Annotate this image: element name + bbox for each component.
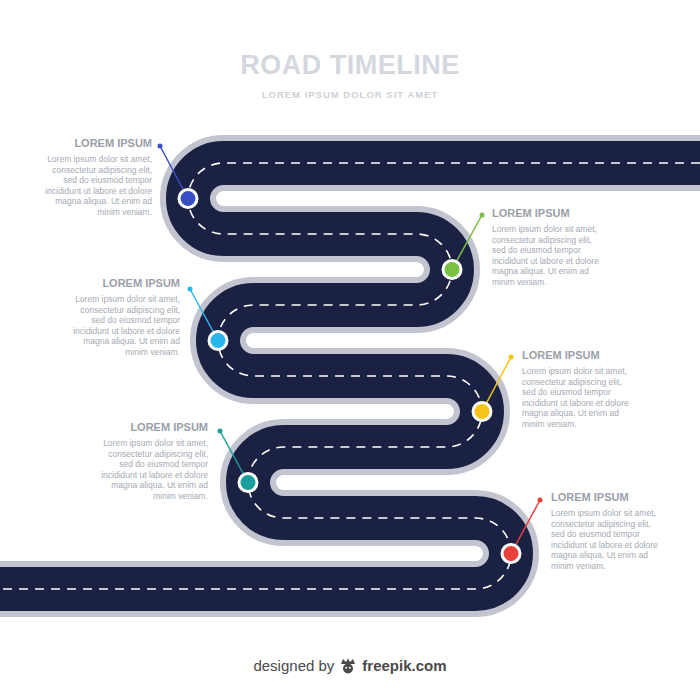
leader-dot: [218, 429, 223, 434]
road-verge: [0, 163, 700, 589]
lane-marking: [0, 163, 700, 589]
milestone-markers: [179, 190, 520, 563]
leader-dot: [538, 498, 543, 503]
milestone-heading: LOREM IPSUM: [492, 207, 607, 220]
milestone-marker: [502, 545, 520, 563]
milestone-description: Lorem ipsum dolor sit amet, consectetur …: [93, 438, 208, 501]
timeline-entry: LOREM IPSUM Lorem ipsum dolor sit amet, c…: [65, 277, 180, 357]
timeline-entry: LOREM IPSUM Lorem ipsum dolor sit amet, c…: [522, 349, 637, 429]
timeline-entry: LOREM IPSUM Lorem ipsum dolor sit amet, c…: [93, 421, 208, 501]
milestone-heading: LOREM IPSUM: [522, 349, 637, 362]
leader-dot: [509, 355, 514, 360]
milestone-marker: [209, 332, 227, 350]
milestone-marker: [179, 190, 197, 208]
timeline-entry: LOREM IPSUM Lorem ipsum dolor sit amet, c…: [551, 491, 666, 571]
watermark-brand: freepik.com: [362, 657, 446, 674]
logo-face: [343, 663, 353, 673]
road-surface: [0, 163, 700, 589]
timeline-entry: LOREM IPSUM Lorem ipsum dolor sit amet, c…: [37, 137, 152, 217]
milestone-marker: [443, 261, 461, 279]
page-title: ROAD TIMELINE: [0, 50, 700, 81]
watermark: designed by freepik.com: [0, 657, 700, 674]
milestone-marker: [473, 403, 491, 421]
milestone-heading: LOREM IPSUM: [551, 491, 666, 504]
page-subtitle: LOREM IPSUM DOLOR SIT AMET: [0, 89, 700, 100]
milestone-description: Lorem ipsum dolor sit amet, consectetur …: [37, 154, 152, 217]
leader-dot: [480, 213, 485, 218]
watermark-text: designed by: [253, 657, 334, 674]
logo-eye: [346, 666, 348, 668]
brand-logo: [339, 658, 357, 674]
leader-dot: [158, 144, 163, 149]
logo-crown: [341, 658, 355, 664]
leader-lines: [158, 144, 543, 554]
timeline-entry: LOREM IPSUM Lorem ipsum dolor sit amet, c…: [492, 207, 607, 287]
logo-eye: [349, 666, 351, 668]
milestone-heading: LOREM IPSUM: [93, 421, 208, 434]
milestone-marker: [239, 474, 257, 492]
milestone-description: Lorem ipsum dolor sit amet, consectetur …: [65, 294, 180, 357]
milestone-description: Lorem ipsum dolor sit amet, consectetur …: [522, 366, 637, 429]
leader-dot: [188, 287, 193, 292]
milestone-description: Lorem ipsum dolor sit amet, consectetur …: [551, 508, 666, 571]
milestone-description: Lorem ipsum dolor sit amet, consectetur …: [492, 224, 607, 287]
milestone-heading: LOREM IPSUM: [65, 277, 180, 290]
milestone-heading: LOREM IPSUM: [37, 137, 152, 150]
